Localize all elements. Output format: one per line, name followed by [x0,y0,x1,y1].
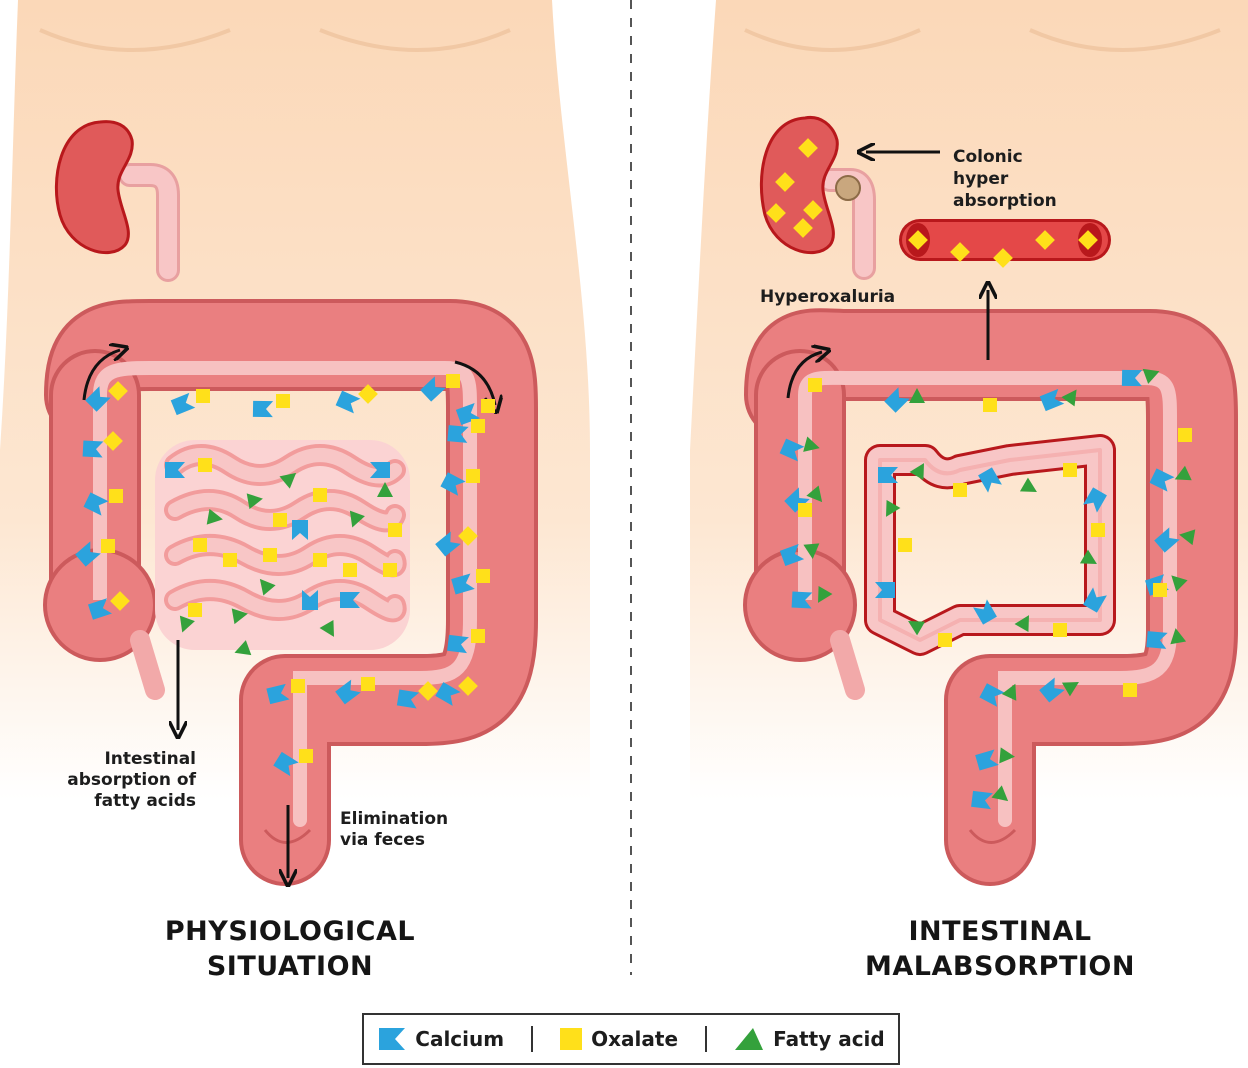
oxalate-marker [1053,623,1067,637]
oxalate-marker [313,553,327,567]
oxalate-marker [361,677,375,691]
legend-separator [531,1026,533,1052]
kidney-stone [836,176,860,200]
oxalate-marker [263,548,277,562]
label-hyperoxaluria: Hyperoxaluria [760,287,895,307]
oxalate-icon [559,1027,583,1051]
label-colonic-1: Colonic [953,147,1023,167]
legend-label-calcium: Calcium [415,1027,504,1051]
right-title-line-1: INTESTINAL [908,916,1091,947]
oxalate-marker [476,569,490,583]
legend-item-calcium: Calcium [377,1026,504,1052]
label-colonic-2: hyper [953,169,1009,189]
oxalate-marker [313,488,327,502]
oxalate-marker [273,513,287,527]
oxalate-marker [1178,428,1192,442]
oxalate-marker [898,538,912,552]
left-title-line-1: PHYSIOLOGICAL [165,916,415,947]
oxalate-marker [291,679,305,693]
oxalate-marker [1153,583,1167,597]
oxalate-marker [938,633,952,647]
oxalate-marker [471,419,485,433]
oxalate-marker [101,539,115,553]
label-elimination-2: via feces [340,830,425,850]
oxalate-marker [953,483,967,497]
oxalate-marker [196,389,210,403]
oxalate-marker [1091,523,1105,537]
legend-label-oxalate: Oxalate [591,1027,678,1051]
oxalate-marker [188,603,202,617]
oxalate-marker [471,629,485,643]
legend: Calcium Oxalate Fatty acid [362,1013,900,1065]
oxalate-marker [983,398,997,412]
label-intestinal-absorption-2: absorption of [67,770,196,790]
oxalate-marker [223,553,237,567]
label-colonic-3: absorption [953,191,1057,211]
calcium-icon [377,1026,407,1052]
oxalate-marker [466,469,480,483]
left-title-line-2: SITUATION [207,951,373,982]
oxalate-marker [383,563,397,577]
legend-item-oxalate: Oxalate [559,1027,678,1051]
oxalate-marker [1123,683,1137,697]
oxalate-marker [808,378,822,392]
oxalate-marker [1063,463,1077,477]
oxalate-marker [276,394,290,408]
oxalate-marker [193,538,207,552]
legend-item-fatty-acid: Fatty acid [733,1026,885,1052]
oxalate-marker [798,503,812,517]
legend-separator [705,1026,707,1052]
fatty-acid-icon [733,1026,765,1052]
label-intestinal-absorption-1: Intestinal [104,749,196,769]
oxalate-marker [299,749,313,763]
legend-label-fatty-acid: Fatty acid [773,1027,885,1051]
right-panel: Colonic hyper absorption Hyperoxaluria I… [690,0,1248,982]
left-panel: Intestinal absorption of fatty acids Eli… [0,0,590,982]
oxalate-marker [481,399,495,413]
oxalate-marker [388,523,402,537]
right-title-line-2: MALABSORPTION [865,951,1135,982]
label-intestinal-absorption-3: fatty acids [94,791,196,811]
label-elimination-1: Elimination [340,809,448,829]
oxalate-marker [109,489,123,503]
oxalate-marker [343,563,357,577]
oxalate-marker [446,374,460,388]
oxalate-marker [198,458,212,472]
